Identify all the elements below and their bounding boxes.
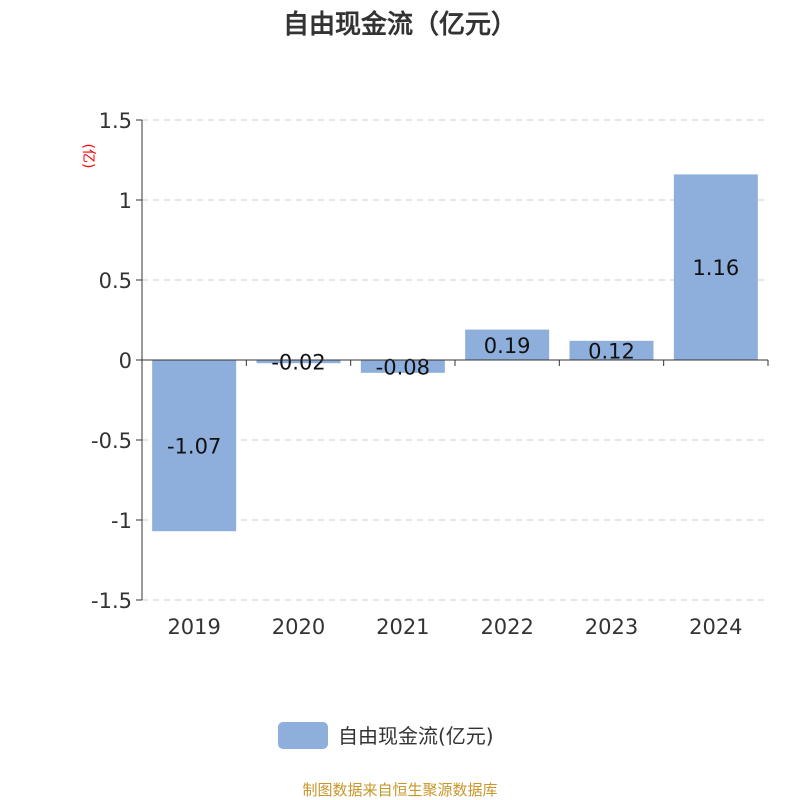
- footer-source: 制图数据来自恒生聚源数据库: [302, 781, 497, 799]
- bar: [569, 340, 654, 360]
- y-tick-label: 1: [119, 189, 132, 213]
- data-label: 0.19: [484, 334, 531, 358]
- data-label: -1.07: [167, 435, 221, 459]
- y-tick-label: 1.5: [99, 109, 132, 133]
- x-tick-label: 2024: [689, 615, 742, 639]
- x-tick-label: 2019: [167, 615, 220, 639]
- y-tick-label: 0: [119, 349, 132, 373]
- y-axis-label: (亿): [80, 144, 96, 169]
- bar: [673, 174, 758, 360]
- x-tick-label: 2020: [272, 615, 325, 639]
- y-tick-label: -1.5: [91, 589, 132, 613]
- data-label: -0.08: [376, 355, 430, 379]
- bar: [256, 360, 341, 364]
- chart-title: 自由现金流（亿元）: [283, 9, 517, 40]
- bar: [360, 360, 445, 373]
- bar: [152, 360, 237, 532]
- x-tick-label: 2022: [480, 615, 533, 639]
- x-tick-label: 2021: [376, 615, 429, 639]
- y-tick-label: 0.5: [99, 269, 132, 293]
- x-tick-label: 2023: [585, 615, 638, 639]
- y-tick-label: -1: [111, 509, 132, 533]
- data-label: 1.16: [692, 256, 739, 280]
- data-label: 0.12: [588, 339, 635, 363]
- legend-label[interactable]: 自由现金流(亿元): [338, 724, 494, 748]
- legend-swatch[interactable]: [278, 722, 328, 749]
- y-tick-label: -0.5: [91, 429, 132, 453]
- data-label: -0.02: [271, 351, 325, 375]
- bar: [465, 329, 550, 360]
